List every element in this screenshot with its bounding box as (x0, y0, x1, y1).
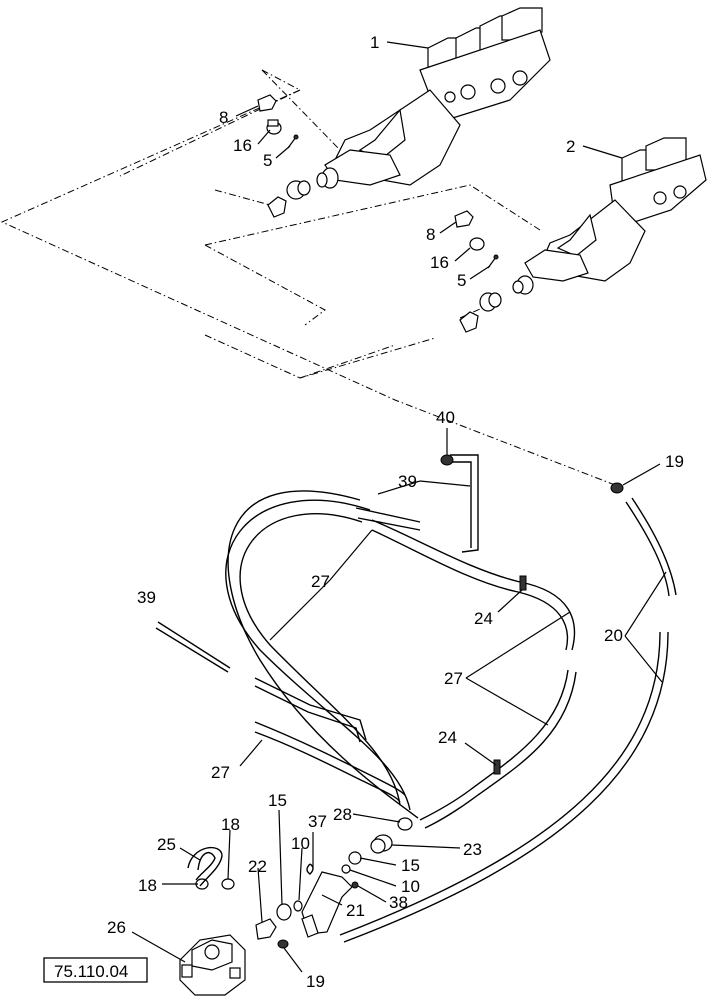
callout-27: 27 (444, 669, 463, 688)
callout-18: 18 (221, 815, 240, 834)
hose-routing (155, 454, 677, 943)
callout-37: 37 (308, 812, 327, 831)
callout-16: 16 (430, 253, 449, 272)
callout-38: 38 (389, 893, 408, 912)
callout-22: 22 (248, 857, 267, 876)
callout-15: 15 (401, 856, 420, 875)
callout-10: 10 (401, 877, 420, 896)
reference-box: 75.110.04 (43, 957, 148, 983)
valve-manifold-assembly-2 (512, 137, 707, 295)
callout-8: 8 (426, 225, 435, 244)
callout-24: 24 (438, 728, 457, 747)
callout-19: 19 (665, 452, 684, 471)
callout-21: 21 (346, 901, 365, 920)
callout-20: 20 (604, 626, 623, 645)
callout-19: 19 (306, 972, 325, 991)
fittings-group-1 (257, 94, 311, 218)
callout-1: 1 (370, 33, 379, 52)
callout-8: 8 (219, 108, 228, 127)
valve-manifold-assembly-1 (316, 7, 551, 189)
callout-23: 23 (463, 840, 482, 859)
fittings-group-2 (454, 210, 502, 333)
callout-5: 5 (457, 271, 466, 290)
callout-25: 25 (157, 835, 176, 854)
callout-15: 15 (268, 791, 287, 810)
pump-and-fittings (179, 817, 413, 996)
callout-16: 16 (233, 136, 252, 155)
callout-27: 27 (311, 572, 330, 591)
reference-number: 75.110.04 (54, 962, 128, 981)
callout-10: 10 (291, 834, 310, 853)
callout-leaders (131, 41, 667, 973)
callout-27: 27 (211, 763, 230, 782)
callout-18: 18 (138, 876, 157, 895)
callout-28: 28 (333, 805, 352, 824)
callout-39: 39 (398, 472, 417, 491)
callout-5: 5 (263, 151, 272, 170)
callout-39: 39 (137, 588, 156, 607)
callout-24: 24 (474, 609, 493, 628)
callout-40: 40 (436, 408, 455, 427)
callout-26: 26 (107, 918, 126, 937)
callout-2: 2 (566, 137, 575, 156)
callout-labels: 1 2 8 16 5 8 16 5 40 19 39 27 24 39 20 2… (107, 33, 684, 991)
